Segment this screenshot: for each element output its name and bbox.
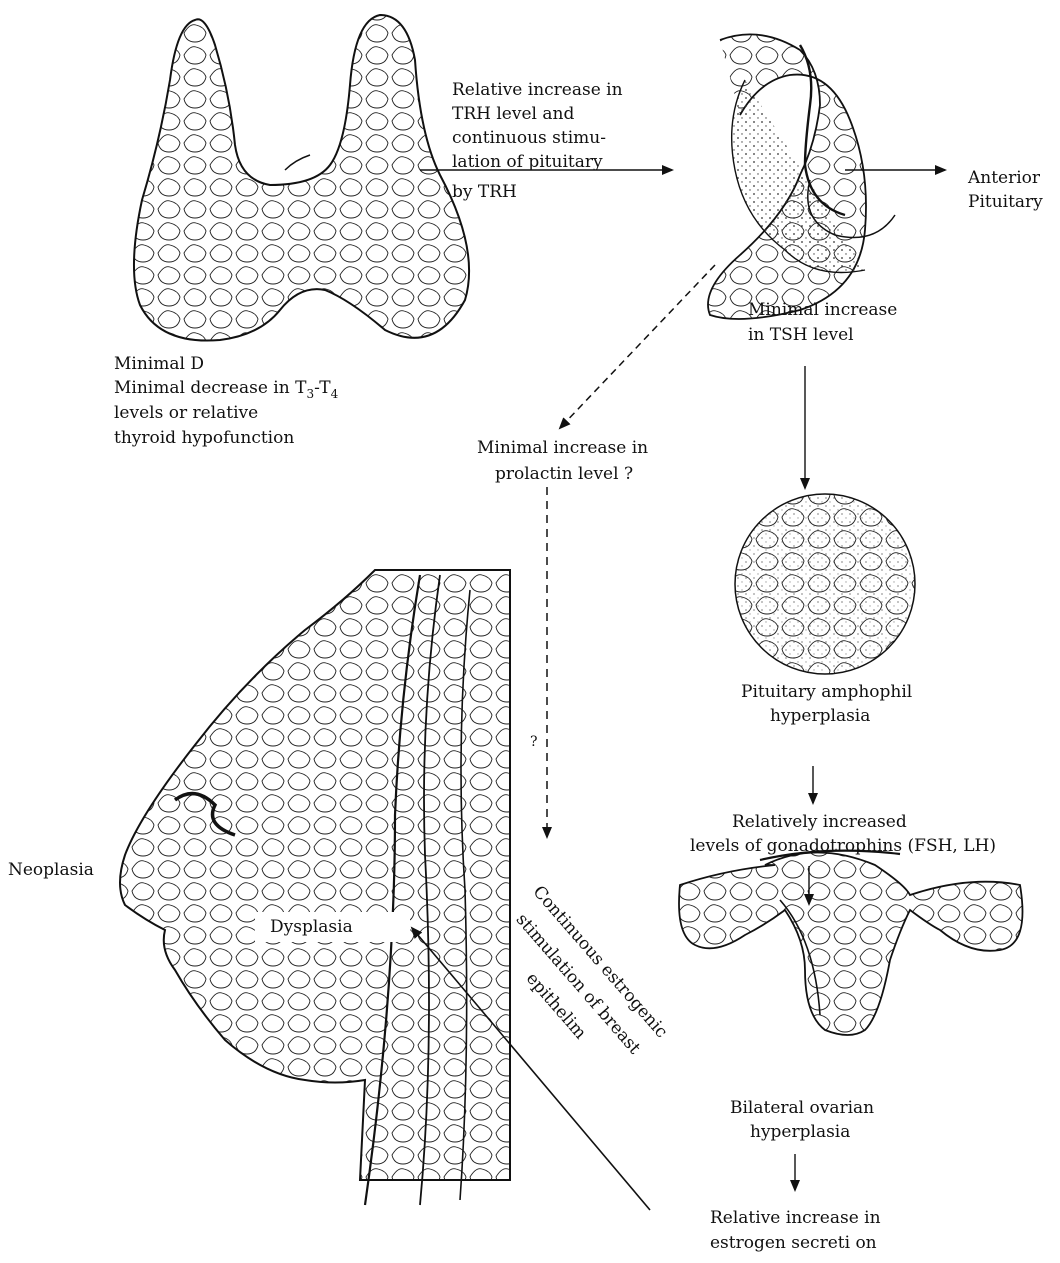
t3-subscript: 3 (306, 387, 314, 401)
tsh-label-line2: in TSH level (748, 323, 854, 347)
prolactin-question-mark: ? (530, 730, 538, 754)
prolactin-dashed-arrow (560, 265, 715, 428)
gonadotrophins-label-line1: Relatively increased (732, 810, 907, 834)
t4-subscript: 4 (331, 387, 339, 401)
anterior-pituitary-line2: Pituitary (968, 190, 1043, 214)
trh-text-line2: TRH level and (452, 102, 574, 126)
ovary-label-line1: Bilateral ovarian (730, 1096, 874, 1120)
amphophil-label-line2: hyperplasia (770, 704, 870, 728)
amphophil-label-line1: Pituitary amphophil (741, 680, 912, 704)
thyroid-label-line3: levels or relative (114, 401, 258, 425)
tsh-label-line1: Minimal increase (748, 298, 897, 322)
thyroid-decrease-text: Minimal decrease in T (114, 378, 306, 398)
thyroid-illustration (134, 15, 469, 341)
trh-text-line5: by TRH (452, 180, 517, 204)
estrogen-label-line1: Relative increase in (710, 1206, 881, 1230)
thyroid-label-line2: Minimal decrease in T3-T4 (114, 376, 338, 401)
trh-text-line3: continuous stimu- (452, 126, 606, 150)
estrogen-label-line2: estrogen secreti on (710, 1231, 877, 1255)
prolactin-label-line1: Minimal increase in (477, 436, 648, 460)
thyroid-label-line1: Minimal D (114, 352, 204, 376)
anterior-pituitary-line1: Anterior (968, 166, 1040, 190)
thyroid-label-line4: thyroid hypofunction (114, 426, 294, 450)
dysplasia-label: Dysplasia (270, 915, 353, 939)
pituitary-illustration (708, 34, 895, 319)
amphophil-cells-illustration (735, 494, 915, 674)
trh-text-line1: Relative increase in (452, 78, 623, 102)
gonadotrophins-label-line2: levels of gonadotrophins (FSH, LH) (690, 834, 996, 858)
prolactin-label-line2: prolactin level ? (495, 462, 633, 486)
trh-text-line4: lation of pituitary (452, 150, 603, 174)
ovaries-illustration (679, 851, 1023, 1035)
t4-prefix: -T (314, 378, 330, 398)
neoplasia-label: Neoplasia (8, 858, 94, 882)
ovary-label-line2: hyperplasia (750, 1120, 850, 1144)
